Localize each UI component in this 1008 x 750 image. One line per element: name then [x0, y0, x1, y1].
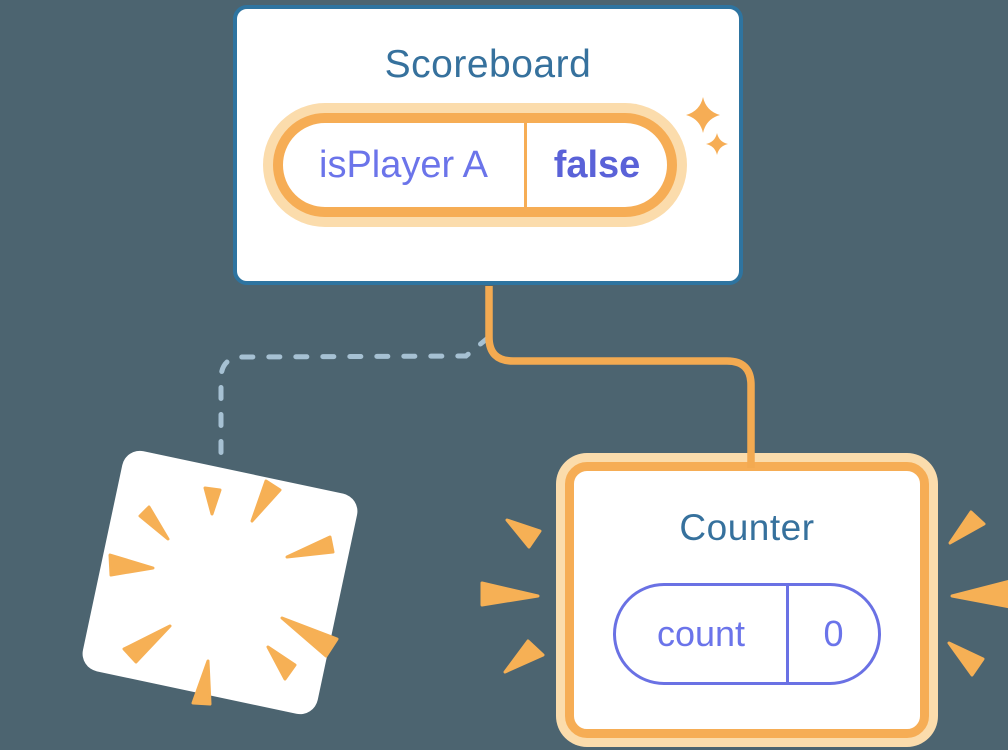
state-value-label: false	[553, 143, 641, 186]
counter-emphasis-burst-right	[947, 510, 1008, 677]
scoreboard-title: Scoreboard	[384, 43, 592, 86]
state-name-label: count	[616, 586, 789, 682]
state-value-label: 0	[823, 613, 844, 654]
counter-state-pill: count 0	[613, 583, 881, 685]
counter-emphasis-burst-left	[480, 518, 545, 674]
scoreboard-component-card: Scoreboard isPlayer A false	[233, 5, 743, 285]
state-name-label: isPlayer A	[283, 123, 527, 207]
counter-title: Counter	[679, 507, 815, 548]
dashed-connector-path	[218, 334, 492, 458]
active-connector-path	[485, 286, 755, 468]
scoreboard-state-pill: isPlayer A false	[273, 113, 677, 217]
sparkle-icon	[686, 97, 728, 155]
counter-component-card: Counter count 0	[565, 462, 929, 738]
removed-component-card	[79, 447, 361, 718]
